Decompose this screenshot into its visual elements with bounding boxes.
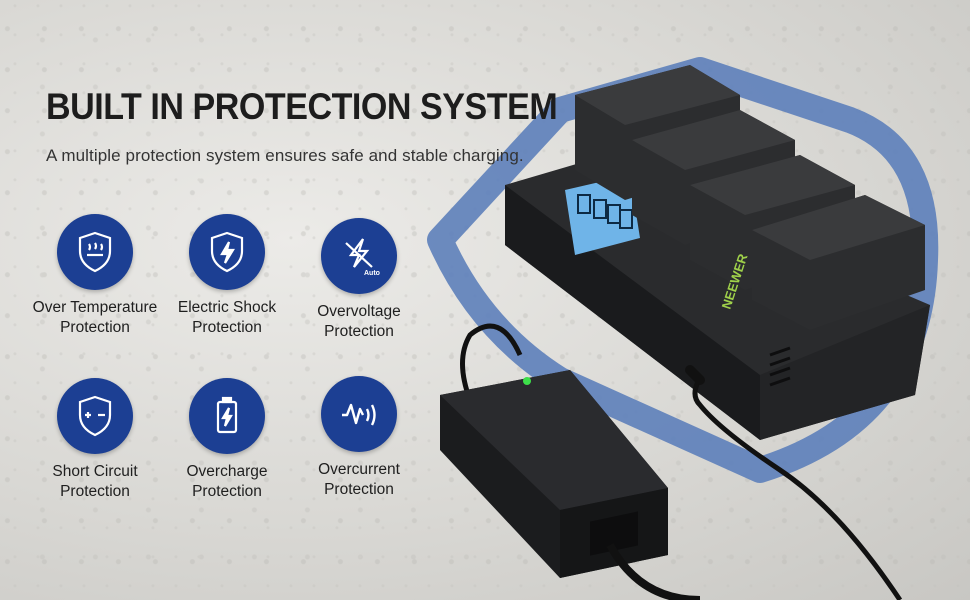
plus-minus-shield-icon [78, 395, 112, 437]
feature-overvoltage: Auto Overvoltage Protection [284, 218, 434, 342]
feature-icon-circle: Auto [321, 218, 397, 294]
feature-overcharge: Overcharge Protection [152, 378, 302, 502]
feature-icon-circle [321, 376, 397, 452]
feature-icon-circle [57, 214, 133, 290]
feature-label: Over Temperature Protection [32, 299, 158, 336]
feature-electric-shock: Electric Shock Protection [152, 214, 302, 338]
heat-waves-shield-icon [78, 231, 112, 273]
feature-label: Overcharge Protection [186, 463, 268, 500]
feature-label: Overcurrent Protection [318, 461, 400, 498]
feature-label: Electric Shock Protection [177, 299, 277, 336]
feature-label: Short Circuit Protection [52, 463, 138, 500]
crossed-lightning-auto-icon: Auto [345, 238, 380, 277]
page-title: BUILT IN PROTECTION SYSTEM [46, 86, 558, 127]
feature-label: Overvoltage Protection [317, 303, 401, 340]
feature-short-circuit: Short Circuit Protection [20, 378, 170, 502]
power-adapter [440, 370, 668, 578]
battery-packs [575, 65, 925, 330]
lightning-shield-icon [210, 231, 244, 273]
page-subtitle: A multiple protection system ensures saf… [46, 146, 524, 165]
feature-icon-circle [189, 378, 265, 454]
auto-badge: Auto [364, 270, 380, 277]
feature-icon-circle [189, 214, 265, 290]
feature-overcurrent: Overcurrent Protection [284, 376, 434, 500]
pulse-wave-icon [342, 403, 376, 426]
feature-over-temperature: Over Temperature Protection [20, 214, 170, 338]
battery-bolt-icon [216, 396, 238, 434]
feature-icon-circle [57, 378, 133, 454]
